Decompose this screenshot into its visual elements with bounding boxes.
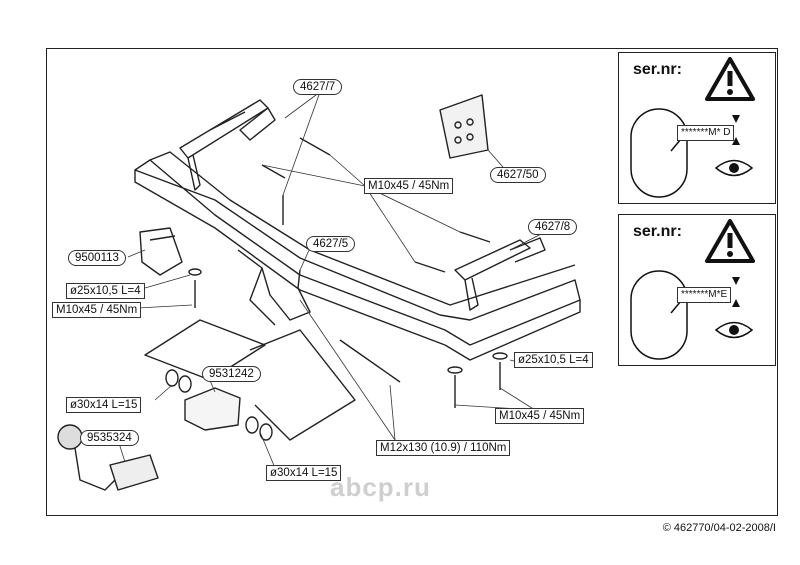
part-label-9500113: 9500113 (68, 250, 126, 266)
drawing-frame (46, 48, 778, 516)
copyright-text: © 462770/04-02-2008/I (662, 522, 776, 534)
warning-triangle-icon (705, 219, 755, 263)
part-label-9535324: 9535324 (80, 430, 139, 446)
part-label-9531242: 9531242 (202, 366, 261, 382)
spec-washer-right: ø25x10,5 L=4 (514, 352, 593, 368)
spec-spacer-b: ø30x14 L=15 (266, 465, 342, 481)
part-label-4627-5: 4627/5 (306, 236, 356, 252)
warning-panel-1: ser.nr: *******M* D (618, 52, 776, 204)
warning-panel-2: ser.nr: *******M*E (618, 214, 776, 366)
spec-washer-left: ø25x10,5 L=4 (66, 283, 145, 299)
serial-plate-outline (630, 108, 740, 198)
warning-triangle-icon (705, 57, 755, 101)
watermark-text: abcp.ru (330, 472, 431, 502)
eye-icon (714, 321, 754, 339)
eye-icon (714, 159, 754, 177)
spec-bolt-long: M12x130 (10.9) / 110Nm (376, 440, 511, 456)
serial-plate-outline (630, 270, 740, 360)
part-label-4627-8: 4627/8 (528, 219, 578, 235)
spec-bolt-left: M10x45 / 45Nm (52, 302, 142, 318)
serial-code: *******M* D (677, 125, 735, 141)
serial-code: *******M*E (677, 287, 732, 303)
panel-title: ser.nr: (633, 61, 682, 78)
part-label-4627-50: 4627/50 (490, 167, 546, 183)
spec-bolt-top: M10x45 / 45Nm (364, 178, 454, 194)
panel-title: ser.nr: (633, 223, 682, 240)
part-label-4627-7: 4627/7 (293, 79, 343, 95)
spec-spacer-a: ø30x14 L=15 (66, 397, 142, 413)
spec-bolt-right: M10x45 / 45Nm (495, 408, 585, 424)
